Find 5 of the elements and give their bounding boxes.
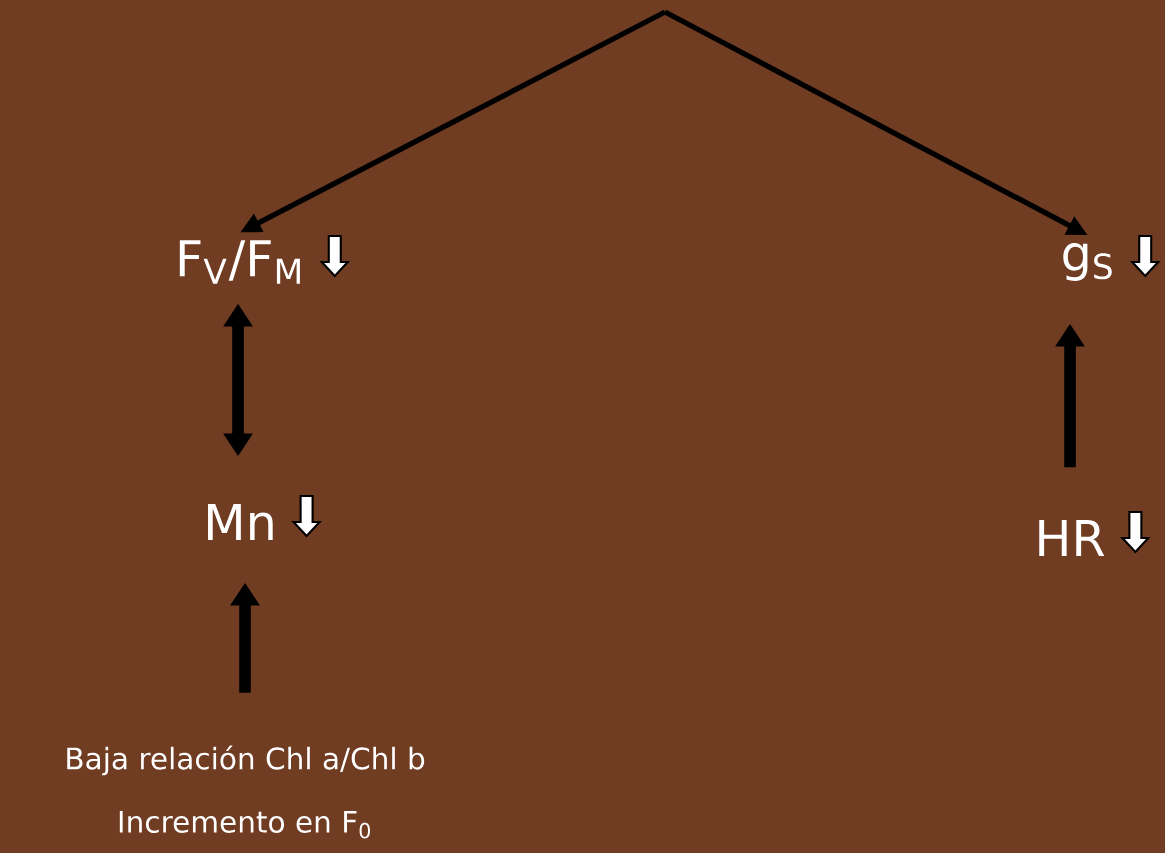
node-label: Mn (208, 504, 273, 540)
node-label: g$_{S}$ (1063, 243, 1112, 281)
node-label: F$_{V}$/F$_{M}$ (179, 240, 300, 284)
node-label: Baja relación Chl a/Chl b Incremento en F$_{0}$ (67, 745, 425, 839)
node-label: HR (1039, 520, 1105, 556)
